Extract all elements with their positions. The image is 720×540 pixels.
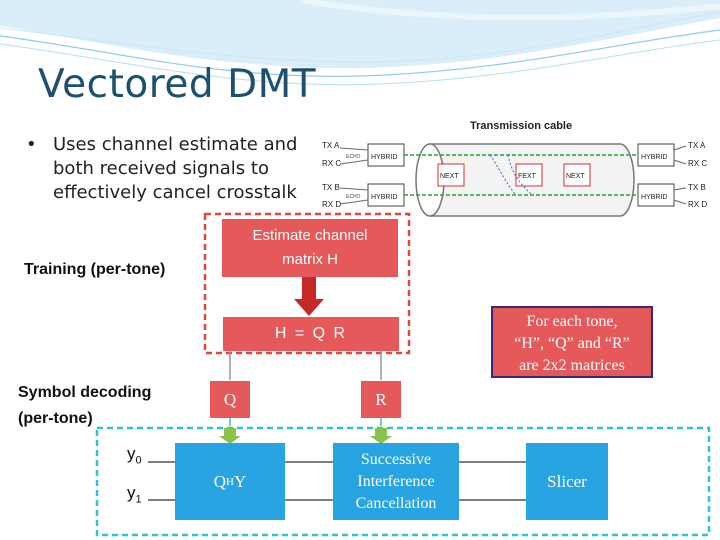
training-dashed-region: [203, 212, 411, 355]
r-green-arrow-head: [370, 436, 392, 444]
bullet-line-1: Uses channel estimate and: [53, 134, 298, 155]
y0-subscript: 0: [135, 454, 142, 467]
left-port-2: RX C: [322, 159, 341, 168]
port-wire: [339, 147, 369, 151]
slide-title: Vectored DMT: [38, 62, 317, 107]
sic-line-1: Successive: [360, 450, 432, 468]
port-wire: [673, 199, 687, 205]
left-hybrid-1-label: HYBRID: [371, 154, 397, 161]
port-wire: [339, 159, 369, 165]
next-label-right: NEXT: [566, 173, 585, 180]
right-port-4: RX D: [688, 200, 707, 209]
note-line-1: For each tone,: [526, 313, 618, 330]
qr-decomposition-box: H = Q R: [223, 317, 399, 351]
left-port-4: RX D: [322, 200, 341, 209]
crosstalk-path: [489, 154, 533, 196]
port-wire: [339, 187, 369, 191]
y1-subscript: 1: [135, 493, 142, 506]
right-port-3: TX B: [688, 183, 706, 192]
next-box-left: [437, 163, 465, 187]
right-hybrid-1: [637, 143, 675, 167]
left-port-3: TX B: [322, 183, 340, 192]
training-label: Training (per-tone): [24, 261, 166, 278]
bullet-marker: •: [26, 134, 37, 155]
y0-text: y: [127, 444, 136, 463]
symbol-decoding-label: Symbol decoding (per-tone): [18, 380, 151, 432]
cable-title: Transmission cable: [470, 120, 572, 132]
symbol-decoding-line-2: (per-tone): [18, 410, 93, 427]
header-wave-decoration: [0, 0, 720, 86]
next-box-right: [563, 163, 591, 187]
estimate-line-1: Estimate channel: [252, 227, 368, 244]
echo-label-1: ECHO: [346, 154, 361, 160]
symbol-decoding-line-1: Symbol decoding: [18, 384, 152, 401]
fext-label: FEXT: [518, 173, 537, 180]
left-port-1: TX A: [322, 141, 340, 150]
y1-text: y: [127, 483, 136, 502]
next-label-left: NEXT: [440, 173, 459, 180]
sic-box: Successive Interference Cancellation: [333, 443, 459, 520]
port-wire: [673, 187, 687, 191]
port-wire: [339, 199, 369, 205]
right-hybrid-2-label: HYBRID: [641, 194, 667, 201]
slicer-box: Slicer: [526, 443, 608, 520]
estimate-line-2: matrix H: [282, 251, 338, 268]
q-green-arrow-head: [219, 436, 241, 444]
r-green-arrow-shaft: [375, 428, 387, 436]
fext-box: [515, 163, 543, 187]
qhy-superscript: H: [226, 475, 234, 488]
y0-label: y0: [127, 444, 142, 466]
y1-label: y1: [127, 483, 142, 505]
down-arrow-head: [294, 299, 324, 316]
qhy-base: Q: [213, 471, 227, 491]
down-arrow-shaft: [302, 277, 316, 301]
sic-line-3: Cancellation: [355, 494, 437, 512]
note-line-2: “H”, “Q” and “R”: [514, 335, 630, 352]
right-port-1: TX A: [688, 141, 706, 150]
port-wire: [673, 145, 687, 151]
estimate-channel-box: Estimate channel matrix H: [222, 219, 398, 277]
note-line-3: are 2x2 matrices: [519, 357, 625, 374]
bullet-line-2: both received signals to: [53, 158, 269, 179]
port-wire: [673, 159, 687, 165]
right-hybrid-1-label: HYBRID: [641, 154, 667, 161]
transmission-cable-figure: Transmission cable HYBRID HYBRID HYBRID …: [322, 120, 707, 217]
echo-label-2: ECHO: [346, 194, 361, 200]
r-matrix-box: R: [361, 381, 401, 418]
q-green-arrow-shaft: [224, 428, 236, 436]
matrix-note: For each tone, “H”, “Q” and “R” are 2x2 …: [491, 306, 653, 378]
decoding-dashed-region: [95, 426, 711, 537]
bullet-line-3: effectively cancel crosstalk: [53, 182, 297, 203]
right-port-2: RX C: [688, 159, 707, 168]
q-matrix-box: Q: [210, 381, 250, 418]
qhy-tail: Y: [233, 471, 247, 491]
bullet-text: Uses channel estimate and both received …: [53, 133, 297, 205]
sic-line-2: Interference: [357, 472, 435, 490]
right-hybrid-2: [637, 183, 675, 207]
left-hybrid-2-label: HYBRID: [371, 194, 397, 201]
